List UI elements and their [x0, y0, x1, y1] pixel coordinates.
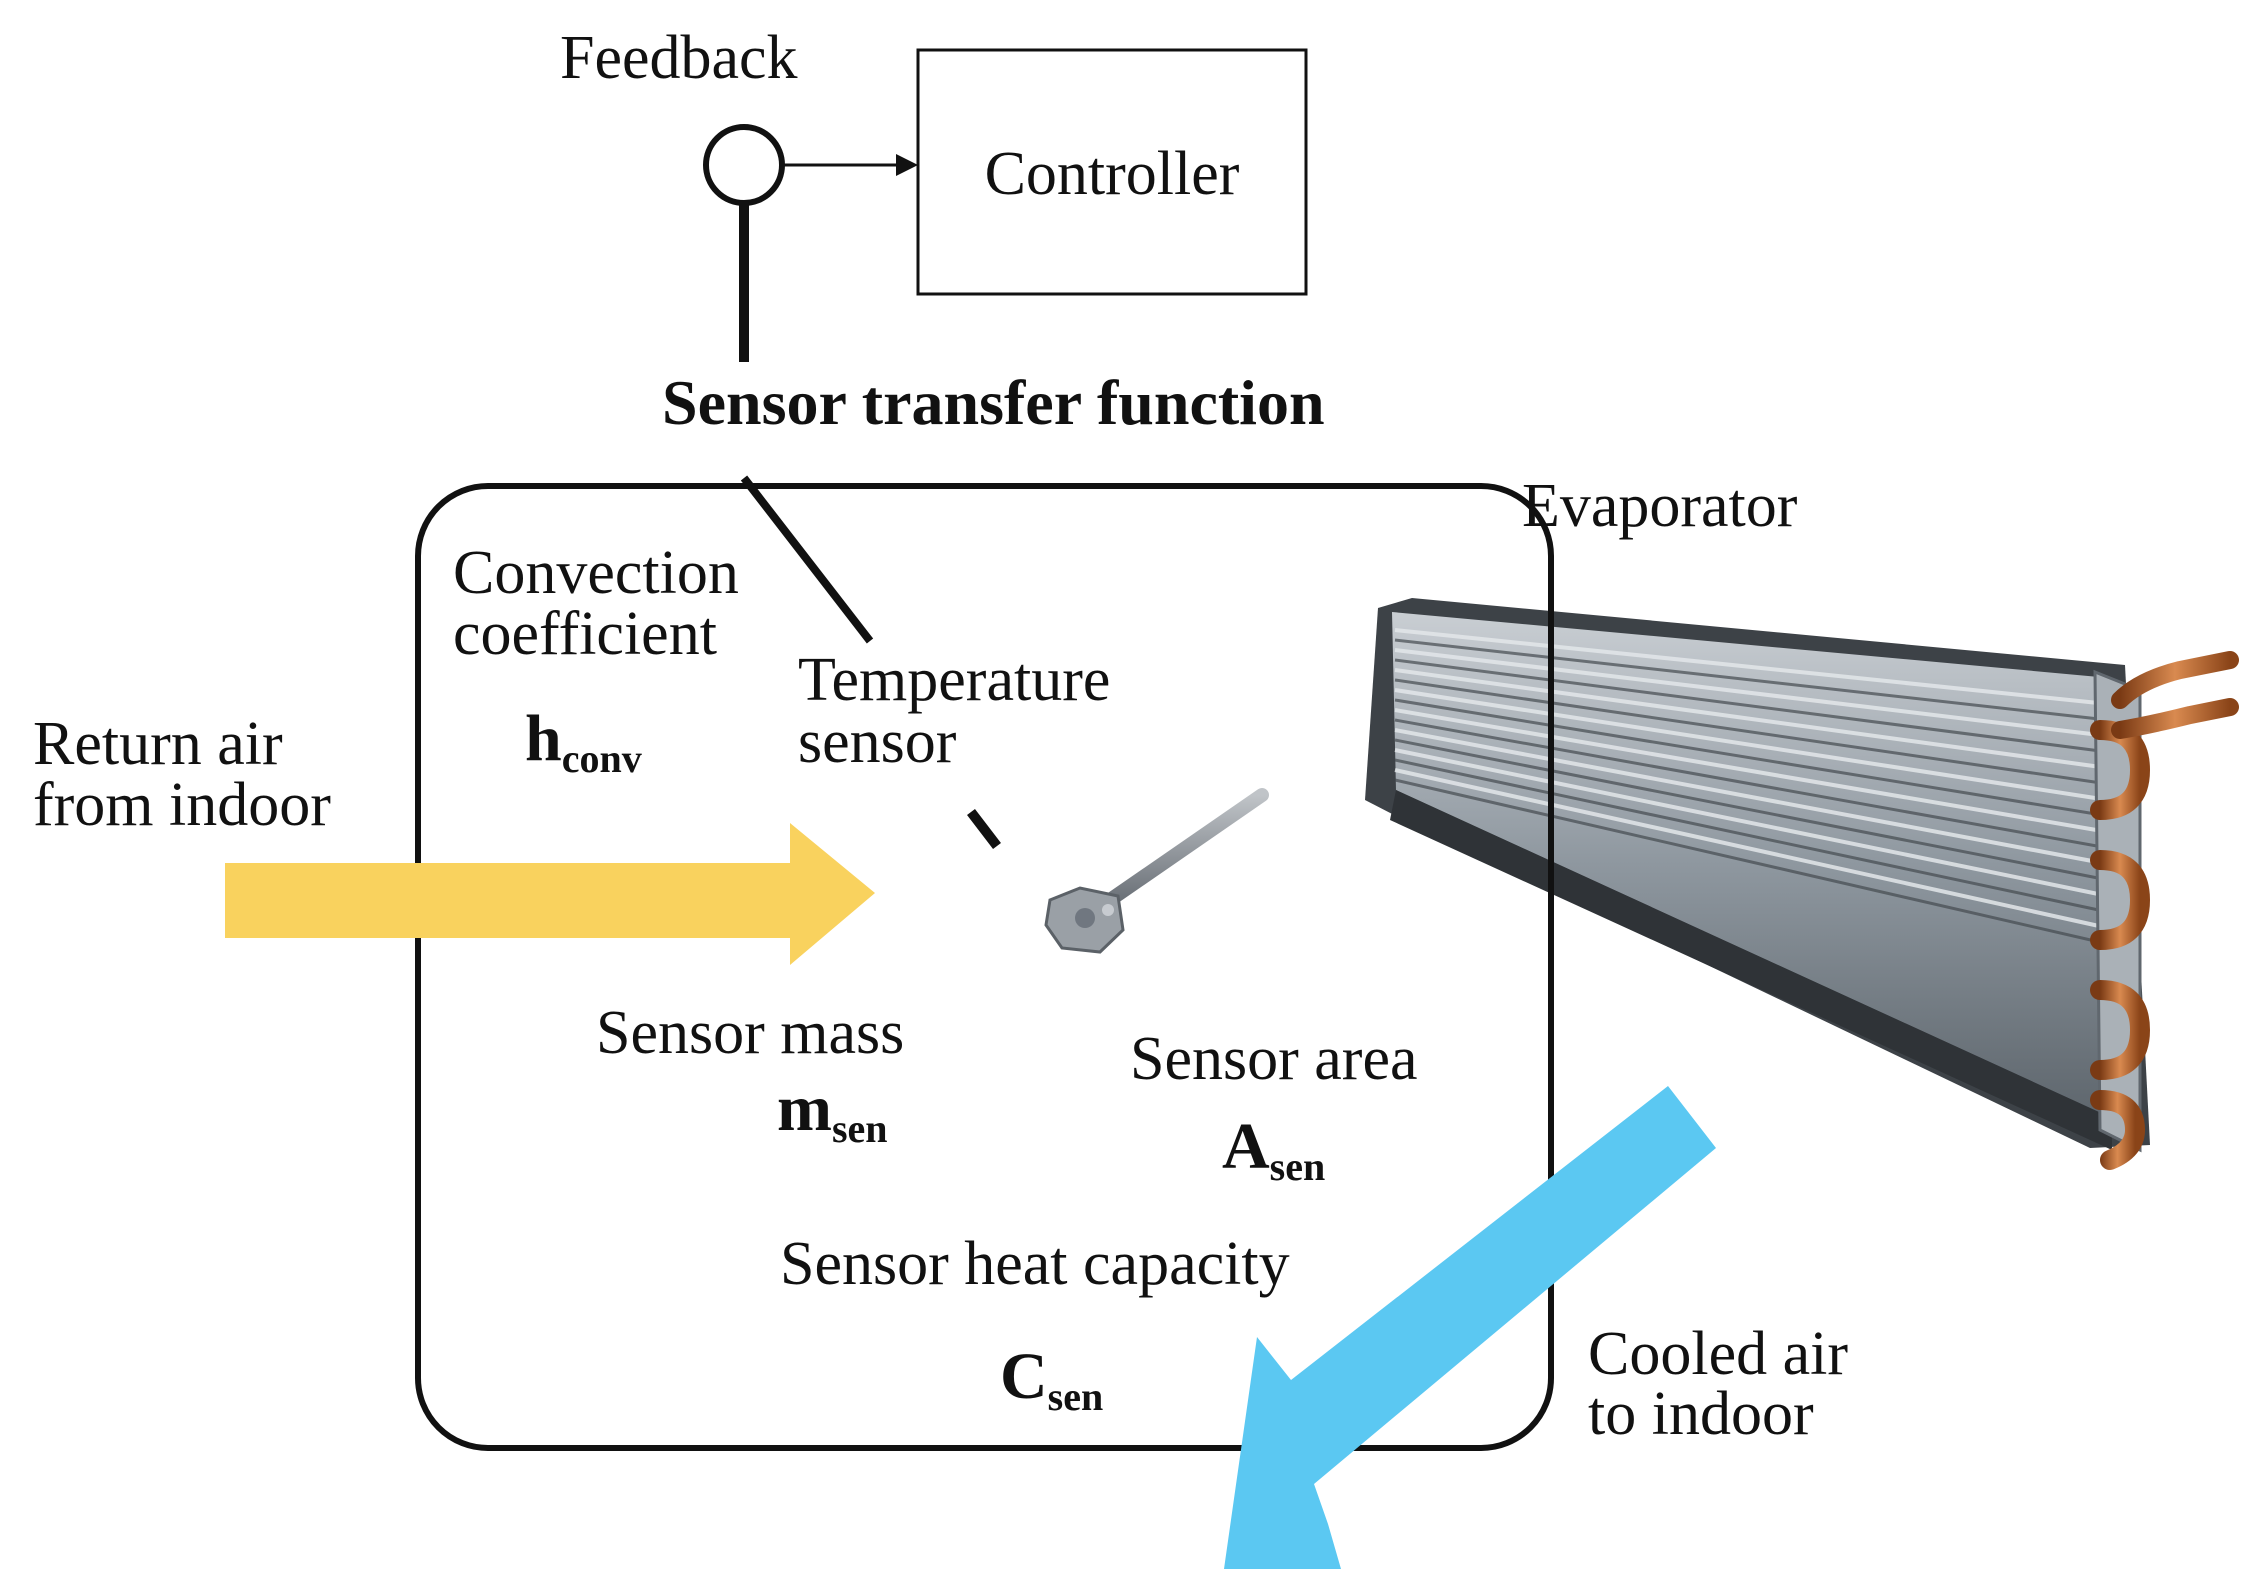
feedback-label: Feedback: [560, 24, 798, 92]
a-sen-symbol: Asen: [1222, 1110, 1325, 1189]
h-conv-symbol: hconv: [525, 702, 642, 781]
cooled-air-arrow: [1224, 1086, 1716, 1569]
convection-coefficient-label-line1: Convection: [453, 539, 739, 607]
cooled-air-label-line2: to indoor: [1588, 1380, 1814, 1448]
evaporator-coil-image: [1365, 598, 2239, 1170]
m-sen-symbol: msen: [777, 1072, 888, 1151]
sensor-transfer-function-title: Sensor transfer function: [662, 367, 1325, 438]
temperature-sensor-pointer-line: [967, 808, 1001, 850]
c-sen-symbol: Csen: [1000, 1340, 1103, 1419]
sensor-boundary-box: [415, 483, 1554, 1451]
temperature-sensor-label-line2: sensor: [798, 708, 957, 776]
sensor-area-label: Sensor area: [1130, 1025, 1417, 1093]
cooled-air-label-line1: Cooled air: [1588, 1320, 1848, 1388]
temperature-sensor-image: [1044, 788, 1269, 954]
return-air-label-line2: from indoor: [33, 771, 331, 839]
temperature-sensor-label-line1: Temperature: [798, 646, 1110, 714]
evaporator-label: Evaporator: [1522, 472, 1798, 540]
controller-box: [916, 48, 1308, 296]
feedback-node-icon: [703, 124, 785, 206]
sensor-heat-capacity-label: Sensor heat capacity: [780, 1230, 1290, 1298]
sensor-mass-label: Sensor mass: [596, 999, 904, 1067]
transfer-function-pointer-line: [740, 475, 874, 644]
controller-label: Controller: [985, 140, 1240, 208]
return-air-label-line1: Return air: [33, 710, 283, 778]
convection-coefficient-label-line2: coefficient: [453, 600, 717, 668]
return-air-arrow: [225, 823, 875, 965]
arrowhead-icon: [896, 154, 918, 176]
